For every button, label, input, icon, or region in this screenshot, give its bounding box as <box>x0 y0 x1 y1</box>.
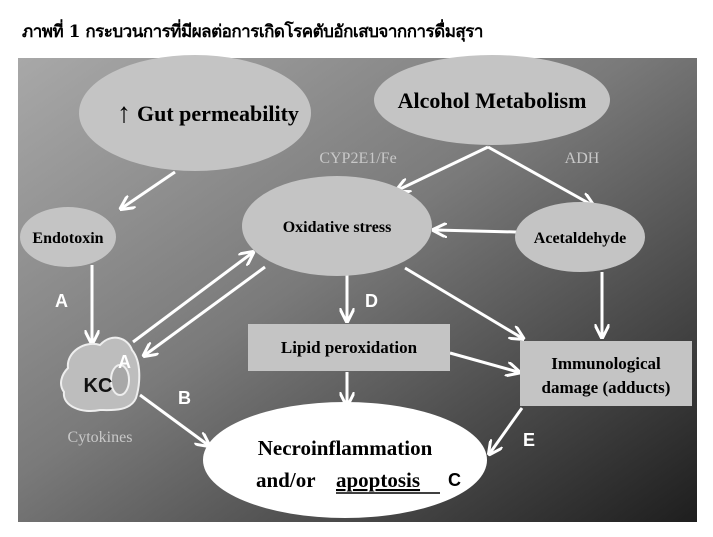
arrow-kc-necro <box>139 393 208 445</box>
arrow-alcohol-oxidative <box>398 145 489 190</box>
label-cyp2e1: CYP2E1/Fe <box>319 150 396 167</box>
node-alcohol-metabolism: Alcohol Metabolism <box>374 55 610 145</box>
svg-text:Necroinflammation: Necroinflammation <box>258 436 433 460</box>
arrow-immuno-necro <box>490 407 524 453</box>
svg-text:and/or: and/or <box>256 468 316 492</box>
svg-text:damage (adducts): damage (adducts) <box>542 378 671 397</box>
up-arrow-icon: ↑ <box>117 98 131 129</box>
arrow-oxidative-immuno <box>404 266 522 338</box>
arrow-alcohol-acetaldehyde <box>487 145 592 205</box>
arrow-oxidative-kc <box>145 265 266 355</box>
svg-text:Gut permeability: Gut permeability <box>137 101 299 126</box>
svg-text:Oxidative stress: Oxidative stress <box>283 219 392 236</box>
label-a: A <box>55 291 68 311</box>
node-lipid-peroxidation: Lipid peroxidation <box>248 324 450 371</box>
svg-text:Lipid peroxidation: Lipid peroxidation <box>281 338 418 357</box>
svg-text:Endotoxin: Endotoxin <box>32 230 103 247</box>
node-necroinflammation: Necroinflammation and/or apoptosis <box>203 402 487 518</box>
arrow-acetaldehyde-oxidative <box>435 230 517 232</box>
svg-text:Immunological: Immunological <box>551 354 661 373</box>
svg-text:apoptosis: apoptosis <box>336 468 420 492</box>
arrow-lipid-immuno <box>449 351 518 372</box>
label-adh: ADH <box>565 150 600 167</box>
label-a-cell: A <box>118 352 131 372</box>
node-immunological-damage: Immunological damage (adducts) <box>520 341 692 406</box>
arrow-gut-endotoxin <box>122 170 176 208</box>
figure-caption: ภาพที่ 1 กระบวนการที่มีผลต่อการเกิดโรคตั… <box>22 22 483 42</box>
arrow-kc-oxidative <box>132 253 252 344</box>
label-cytokines: Cytokines <box>68 429 133 446</box>
node-endotoxin: Endotoxin <box>20 207 116 267</box>
node-gut-permeability: ↑ Gut permeability <box>79 55 311 171</box>
label-c: C <box>448 470 461 490</box>
label-e: E <box>523 430 535 450</box>
svg-text:Alcohol Metabolism: Alcohol Metabolism <box>398 88 587 113</box>
node-oxidative-stress: Oxidative stress <box>242 176 432 276</box>
arrows <box>92 145 602 453</box>
kupffer-cell: KC <box>60 336 141 412</box>
label-d: D <box>365 291 378 311</box>
label-b: B <box>178 388 191 408</box>
svg-text:KC: KC <box>84 375 113 397</box>
node-acetaldehyde: Acetaldehyde <box>515 202 645 272</box>
svg-text:Acetaldehyde: Acetaldehyde <box>534 230 626 247</box>
